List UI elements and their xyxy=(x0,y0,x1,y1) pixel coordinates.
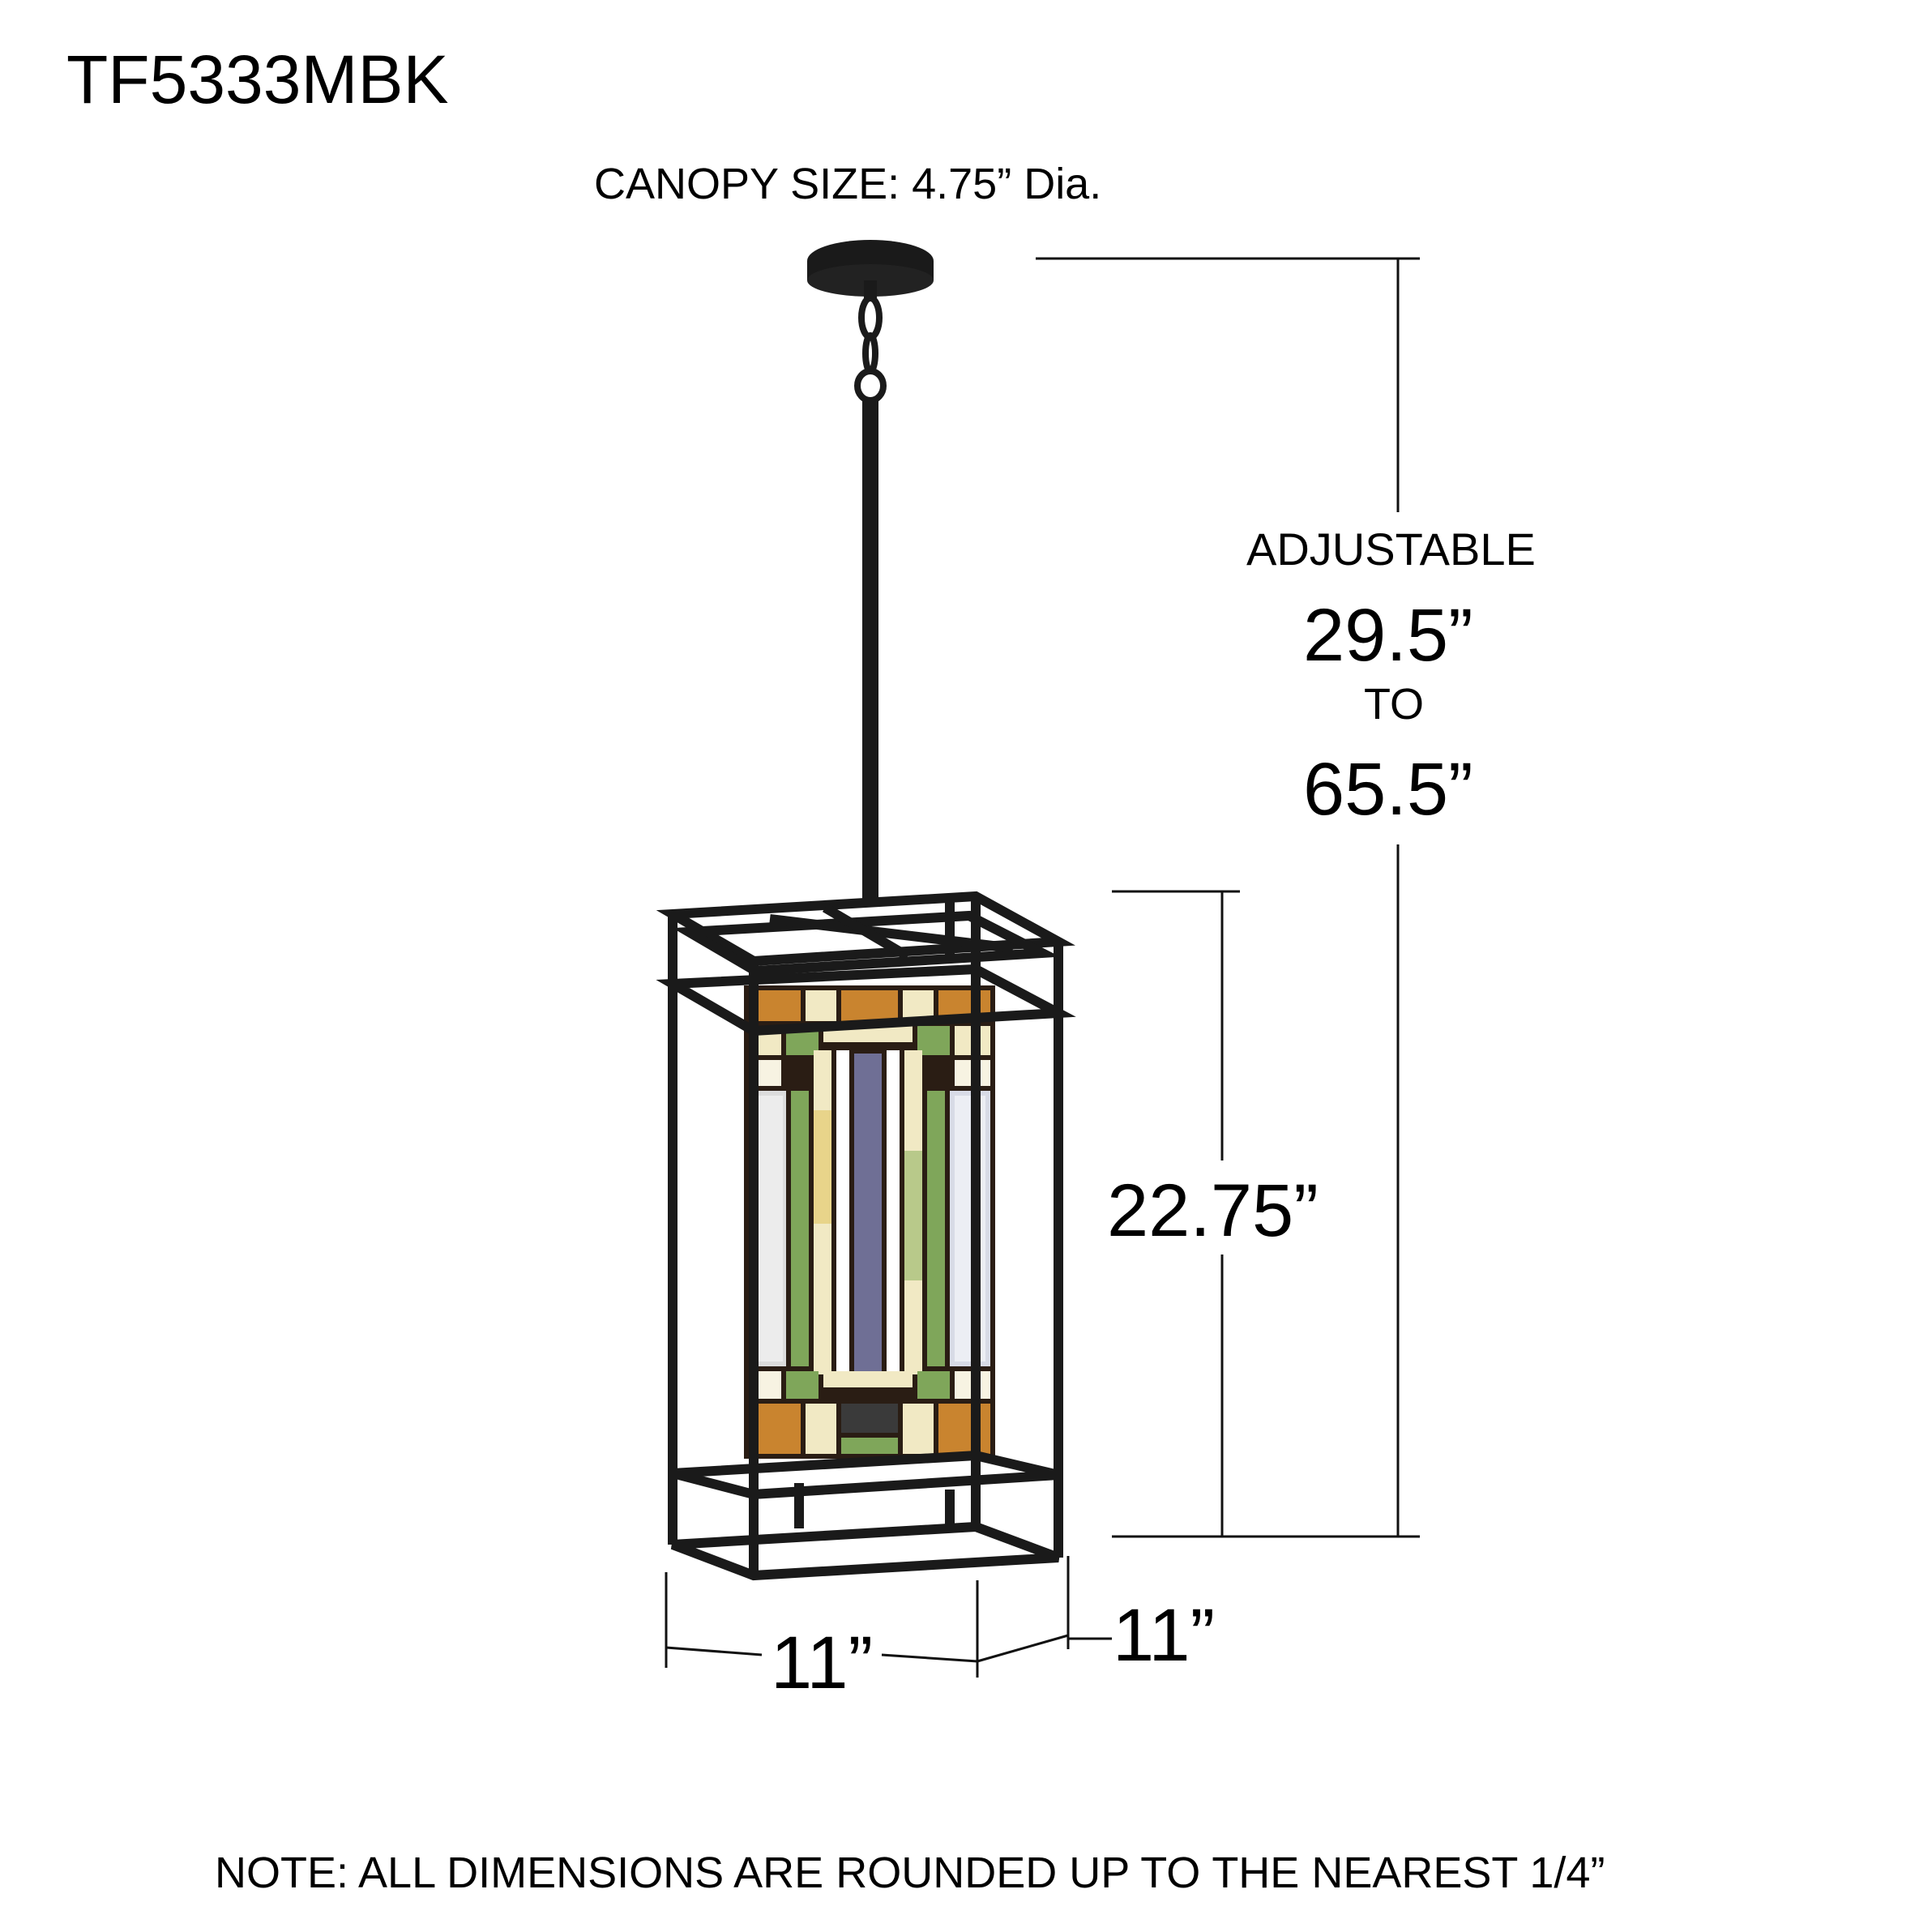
adjustable-label: ADJUSTABLE xyxy=(1246,524,1536,575)
width-dimension: 11” xyxy=(771,1622,874,1704)
cage-frame xyxy=(656,891,1076,1581)
stained-glass-shade xyxy=(744,985,995,1459)
adjustable-min-value: 29.5” xyxy=(1303,594,1473,677)
model-number: TF5333MBK xyxy=(66,41,449,118)
rounding-note: NOTE: ALL DIMENSIONS ARE ROUNDED UP TO T… xyxy=(215,1849,1605,1897)
canopy-and-stem xyxy=(807,240,934,900)
chain xyxy=(854,295,887,404)
dimension-lines xyxy=(665,257,1420,1678)
adjustable-to-label: TO xyxy=(1364,680,1425,729)
height-dimension: 22.75” xyxy=(1107,1169,1319,1252)
down-rod xyxy=(862,400,878,900)
depth-dimension: 11” xyxy=(1113,1594,1216,1677)
canopy-size-label: CANOPY SIZE: 4.75” Dia. xyxy=(594,160,1102,208)
adjustable-max-value: 65.5” xyxy=(1303,748,1473,831)
